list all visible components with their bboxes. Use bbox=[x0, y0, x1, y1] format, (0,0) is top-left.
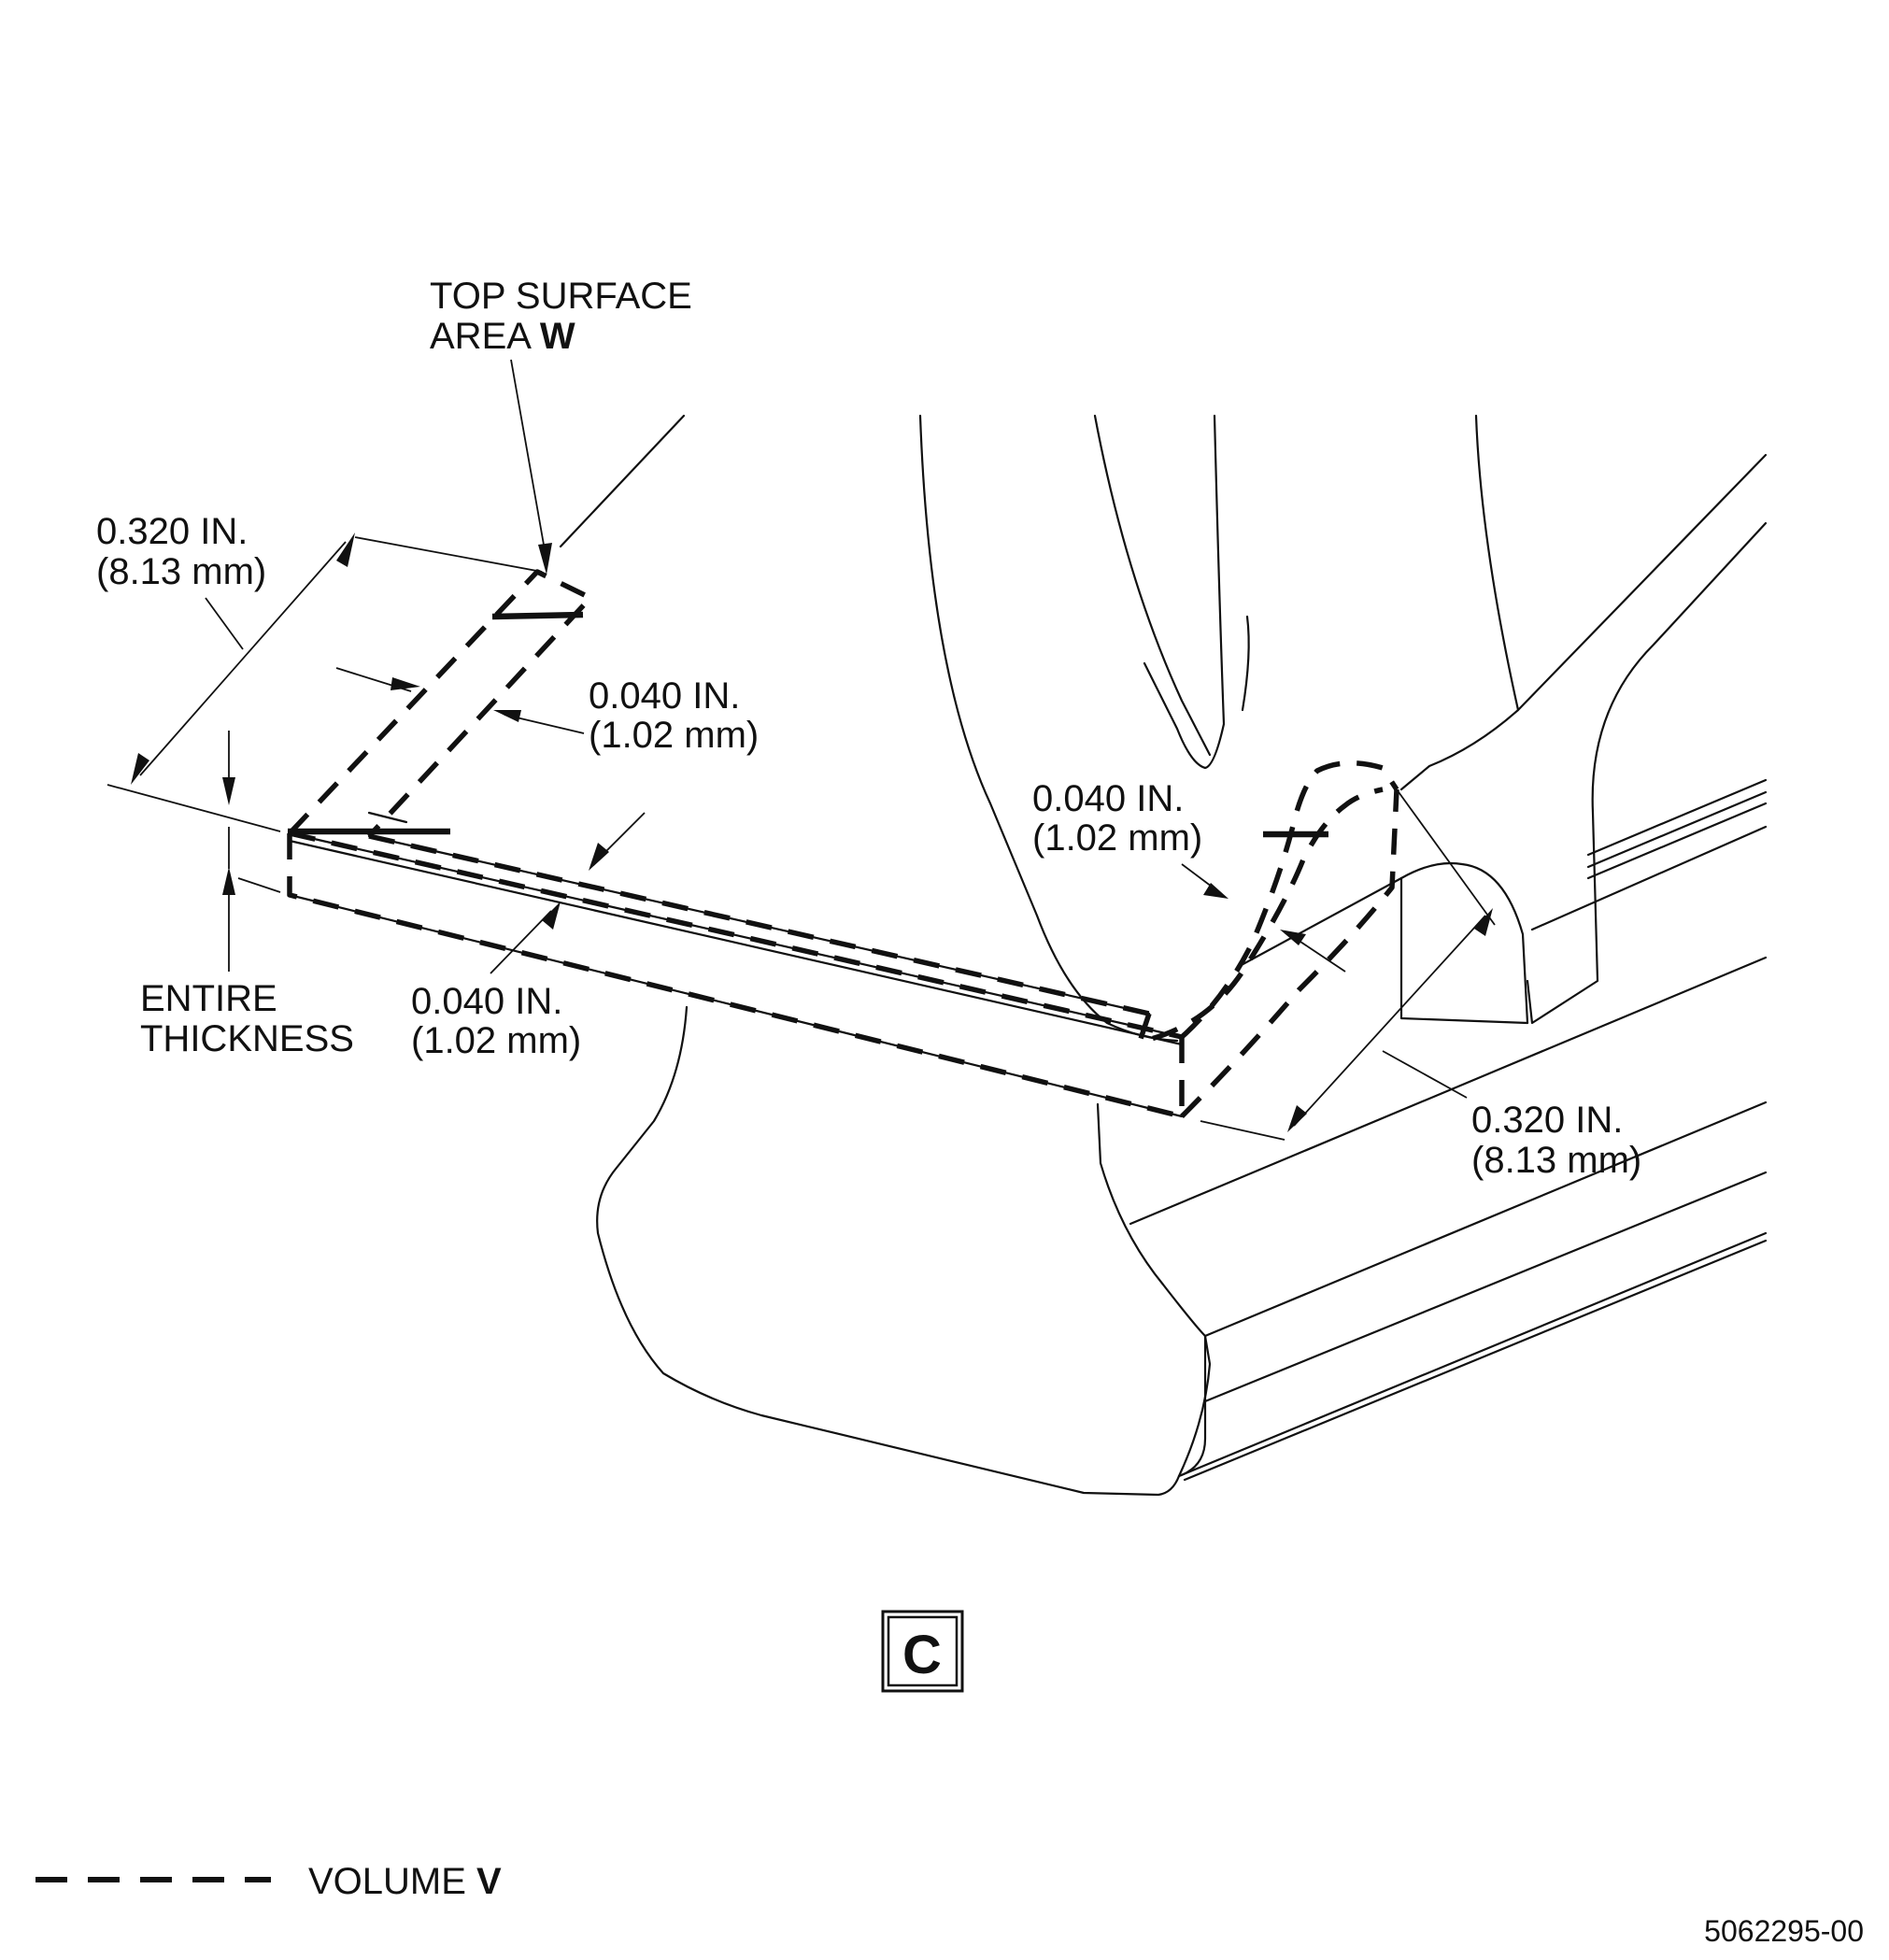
width-mid-mm-label: (1.02 mm) bbox=[411, 1020, 581, 1061]
dimension-thickness bbox=[222, 731, 281, 972]
width-mid-in-label: 0.040 IN. bbox=[411, 981, 562, 1022]
leader-top-surface bbox=[510, 359, 552, 575]
part-outline bbox=[559, 414, 1768, 1497]
figure-id: 5062295-00 bbox=[1704, 1914, 1864, 1948]
dimension-length-left bbox=[107, 533, 543, 832]
length-left-mm-label: (8.13 mm) bbox=[96, 551, 266, 592]
top-surface-label-line1: TOP SURFACE bbox=[430, 276, 692, 317]
view-letter: C bbox=[902, 1625, 942, 1685]
length-right-in-label: 0.320 IN. bbox=[1471, 1100, 1623, 1141]
thickness-label-line1: ENTIRE bbox=[140, 978, 277, 1019]
dimension-length-right bbox=[1200, 788, 1496, 1141]
legend-label: VOLUME V bbox=[308, 1861, 502, 1902]
dimension-width-mid bbox=[490, 812, 646, 974]
length-right-mm-label: (8.13 mm) bbox=[1471, 1140, 1641, 1181]
width-right-mm-label: (1.02 mm) bbox=[1032, 817, 1202, 859]
dimension-width-right bbox=[1181, 863, 1346, 973]
thickness-label-line2: THICKNESS bbox=[140, 1018, 354, 1059]
sample-edges bbox=[288, 831, 1184, 1118]
section-boundaries bbox=[288, 611, 1328, 838]
view-letter-box: C bbox=[881, 1610, 964, 1693]
length-left-in-label: 0.320 IN. bbox=[96, 511, 248, 552]
legend: VOLUME V bbox=[36, 1861, 502, 1902]
labels: TOP SURFACE AREA W 0.320 IN. (8.13 mm) 0… bbox=[96, 276, 1641, 1181]
dimension-width-top bbox=[335, 667, 585, 734]
width-top-in-label: 0.040 IN. bbox=[589, 675, 740, 717]
top-surface-label-line2: AREA W bbox=[430, 316, 575, 357]
width-right-in-label: 0.040 IN. bbox=[1032, 778, 1184, 819]
width-top-mm-label: (1.02 mm) bbox=[589, 715, 759, 756]
